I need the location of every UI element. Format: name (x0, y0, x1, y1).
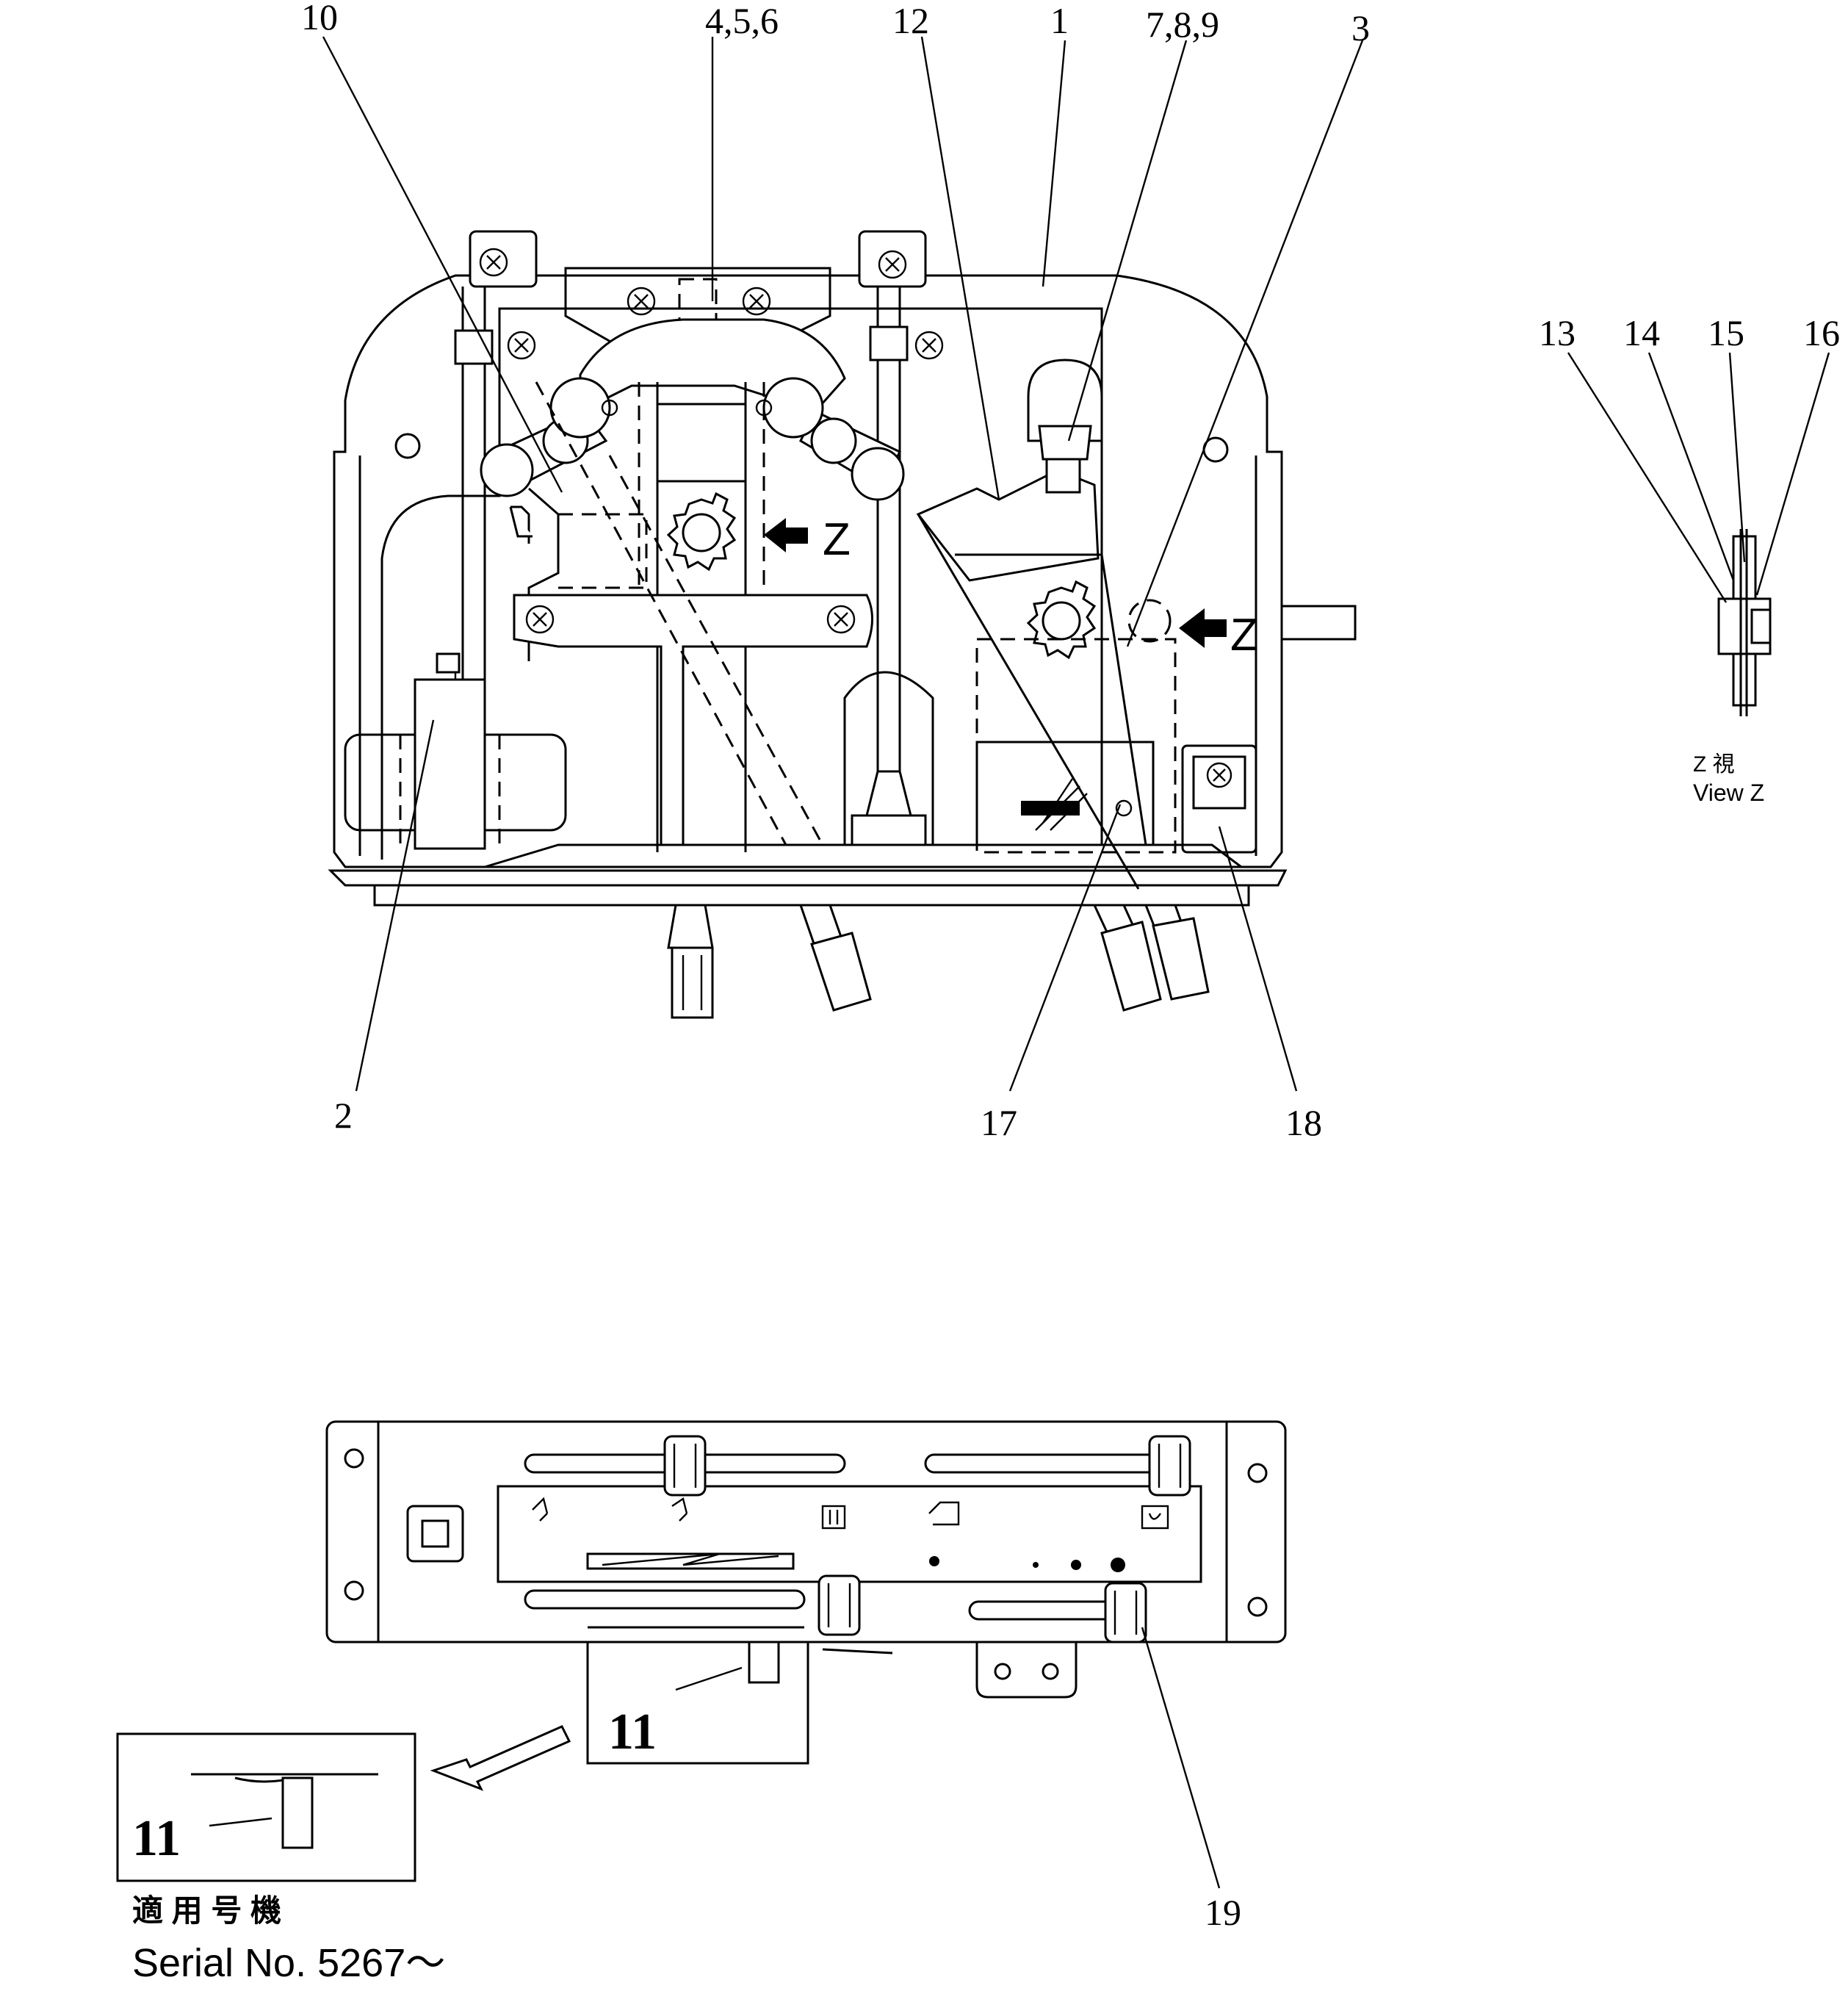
slider-knob-2 (1148, 1435, 1191, 1497)
switch-panel (325, 1420, 1287, 1765)
callout-15: 15 (1708, 312, 1744, 353)
view-z-caption-jp: Z 視 (1693, 752, 1735, 777)
slider-knob-1 (663, 1435, 707, 1497)
callout-7-8-9: 7,8,9 (1146, 4, 1219, 45)
callout-4-5-6: 4,5,6 (705, 0, 779, 41)
callout-12: 12 (892, 0, 929, 41)
slider-knob-4 (1104, 1582, 1147, 1643)
slider-knob-3 (817, 1574, 861, 1636)
serial-caption-jp: 適 用 号 機 (132, 1893, 281, 1928)
callout-16: 16 (1803, 312, 1840, 353)
callout-2: 2 (334, 1095, 353, 1136)
callout-19: 19 (1205, 1892, 1241, 1933)
callout-11-inset: 11 (132, 1810, 181, 1867)
serial-caption-en: Serial No. 5267～ (132, 1941, 445, 1985)
connector-1 (667, 904, 714, 1019)
callout-10: 10 (301, 0, 338, 37)
callout-14: 14 (1623, 312, 1660, 353)
view-marker-z-right: Z (1230, 610, 1258, 660)
callout-11-main: 11 (608, 1704, 657, 1760)
view-marker-z-left: Z (823, 514, 851, 565)
leader-lines (209, 36, 1830, 1889)
callout-3: 3 (1351, 7, 1370, 48)
connector-2 (798, 904, 872, 1012)
inset-detail (116, 1725, 571, 1882)
callout-13: 13 (1539, 312, 1576, 353)
control-panel-assembly (328, 230, 1357, 1019)
callout-17: 17 (981, 1102, 1017, 1143)
callout-1: 1 (1050, 0, 1069, 41)
connector-4 (1144, 904, 1210, 1001)
connector-3 (1092, 904, 1162, 1012)
callout-18: 18 (1285, 1102, 1322, 1143)
callout-labels: 10 4,5,6 12 1 7,8,9 3 13 14 15 16 2 17 1… (132, 0, 1840, 1933)
view-z-detail (1717, 529, 1772, 716)
view-z-caption-en: View Z (1693, 780, 1764, 806)
